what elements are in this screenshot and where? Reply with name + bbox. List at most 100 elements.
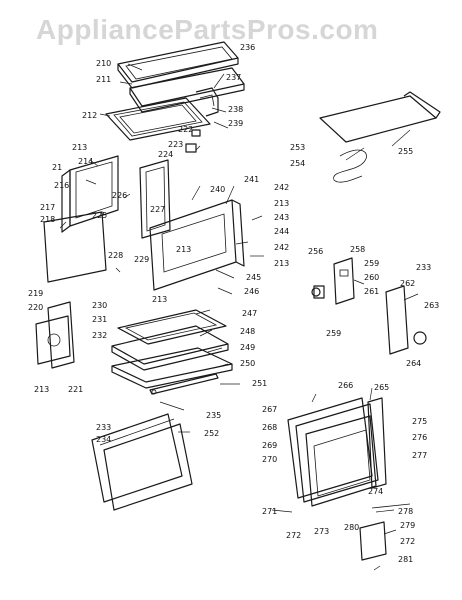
callout-label: 245	[246, 273, 261, 282]
callout-label: 278	[398, 507, 413, 516]
right-trim-strip	[385, 285, 427, 355]
callout-label: 223	[168, 140, 183, 149]
callout-label: 230	[92, 301, 107, 310]
callout-label: 255	[398, 147, 413, 156]
callout-label: 227	[150, 205, 165, 214]
callout-label: 252	[204, 429, 219, 438]
oven-bottom-panel	[117, 309, 227, 345]
burner-box-bracket	[195, 87, 219, 117]
callout-label: 210	[96, 59, 111, 68]
callout-label: 271	[262, 507, 277, 516]
callout-label: 262	[400, 279, 415, 288]
drip-tray	[105, 97, 211, 141]
callout-label: 213	[274, 199, 289, 208]
callout-label: 254	[290, 159, 305, 168]
callout-label: 236	[240, 43, 255, 52]
callout-label: 221	[68, 385, 83, 394]
callout-label: 213	[34, 385, 49, 394]
callout-label: 272	[286, 531, 301, 540]
left-insulation	[43, 211, 107, 283]
callout-label: 263	[424, 301, 439, 310]
oven-door-assembly	[287, 397, 379, 507]
callout-label: 213	[72, 143, 87, 152]
callout-label: 251	[252, 379, 267, 388]
door-hinge	[359, 503, 411, 561]
callout-label: 212	[82, 111, 97, 120]
cooktop-panel	[117, 41, 239, 89]
callout-label: 219	[28, 289, 43, 298]
callout-label: 249	[240, 343, 255, 352]
callout-label: 233	[416, 263, 431, 272]
leader-lines	[59, 63, 419, 571]
storage-drawer-front	[91, 413, 193, 511]
callout-label: 258	[350, 245, 365, 254]
callout-label: 260	[364, 273, 379, 282]
callout-label: 253	[290, 143, 305, 152]
bake-element	[319, 91, 441, 183]
callout-label: 211	[96, 75, 111, 84]
callout-label: 246	[244, 287, 259, 296]
watermark: AppliancePartsPros.com	[36, 14, 379, 45]
callout-label: 274	[368, 487, 383, 496]
callout-label: 240	[210, 185, 225, 194]
callout-label: 226	[112, 191, 127, 200]
callout-label: 231	[92, 315, 107, 324]
callout-label: 238	[228, 105, 243, 114]
broiler-pan	[111, 347, 233, 389]
callout-label: 237	[226, 73, 241, 82]
callout-label: 241	[244, 175, 259, 184]
callout-label: 218	[40, 215, 55, 224]
door-side-bracket	[367, 397, 387, 489]
callout-label: 264	[406, 359, 421, 368]
callout-label: 214	[78, 157, 93, 166]
oven-front-frame	[149, 199, 245, 291]
callout-label: 217	[40, 203, 55, 212]
callout-label: 213	[152, 295, 167, 304]
callout-label: 233	[96, 423, 111, 432]
callout-label: 242	[274, 243, 289, 252]
callout-label: 248	[240, 327, 255, 336]
callout-label: 259	[364, 259, 379, 268]
callout-labels: 210 211 212 236 237 238 239 222 223 224 …	[28, 43, 439, 564]
callout-label: 242	[274, 183, 289, 192]
callout-label: 267	[262, 405, 277, 414]
callout-label: 261	[364, 287, 379, 296]
callout-label: 229	[134, 255, 149, 264]
callout-label: 213	[274, 259, 289, 268]
callout-label: 213	[176, 245, 191, 254]
callout-label: 272	[400, 537, 415, 546]
callout-label: 222	[178, 125, 193, 134]
callout-label: 220	[28, 303, 43, 312]
callout-label: 244	[274, 227, 289, 236]
left-side-panel	[61, 155, 119, 233]
callout-label: 228	[108, 251, 123, 260]
lower-left-bracket	[35, 301, 75, 369]
callout-label: 250	[240, 359, 255, 368]
callout-label: 216	[54, 181, 69, 190]
callout-label: 275	[412, 417, 427, 426]
callout-label: 225	[92, 211, 107, 220]
callout-label: 235	[206, 411, 221, 420]
small-clips	[185, 129, 201, 153]
callout-label: 268	[262, 423, 277, 432]
terminal-block	[333, 257, 355, 305]
callout-label: 273	[314, 527, 329, 536]
callout-label: 243	[274, 213, 289, 222]
drawer-glide	[149, 373, 219, 395]
callout-label: 21	[52, 163, 62, 172]
callout-label: 280	[344, 523, 359, 532]
callout-label: 279	[400, 521, 415, 530]
callout-label: 256	[308, 247, 323, 256]
callout-label: 224	[158, 150, 173, 159]
oven-rack-frame	[111, 325, 229, 371]
callout-label: 269	[262, 441, 277, 450]
callout-label: 234	[96, 435, 111, 444]
callout-label: 266	[338, 381, 353, 390]
callout-label: 276	[412, 433, 427, 442]
callout-label: 247	[242, 309, 257, 318]
callout-label: 277	[412, 451, 427, 460]
cooktop-frame	[129, 67, 245, 113]
side-trim	[139, 159, 171, 239]
callout-label: 232	[92, 331, 107, 340]
